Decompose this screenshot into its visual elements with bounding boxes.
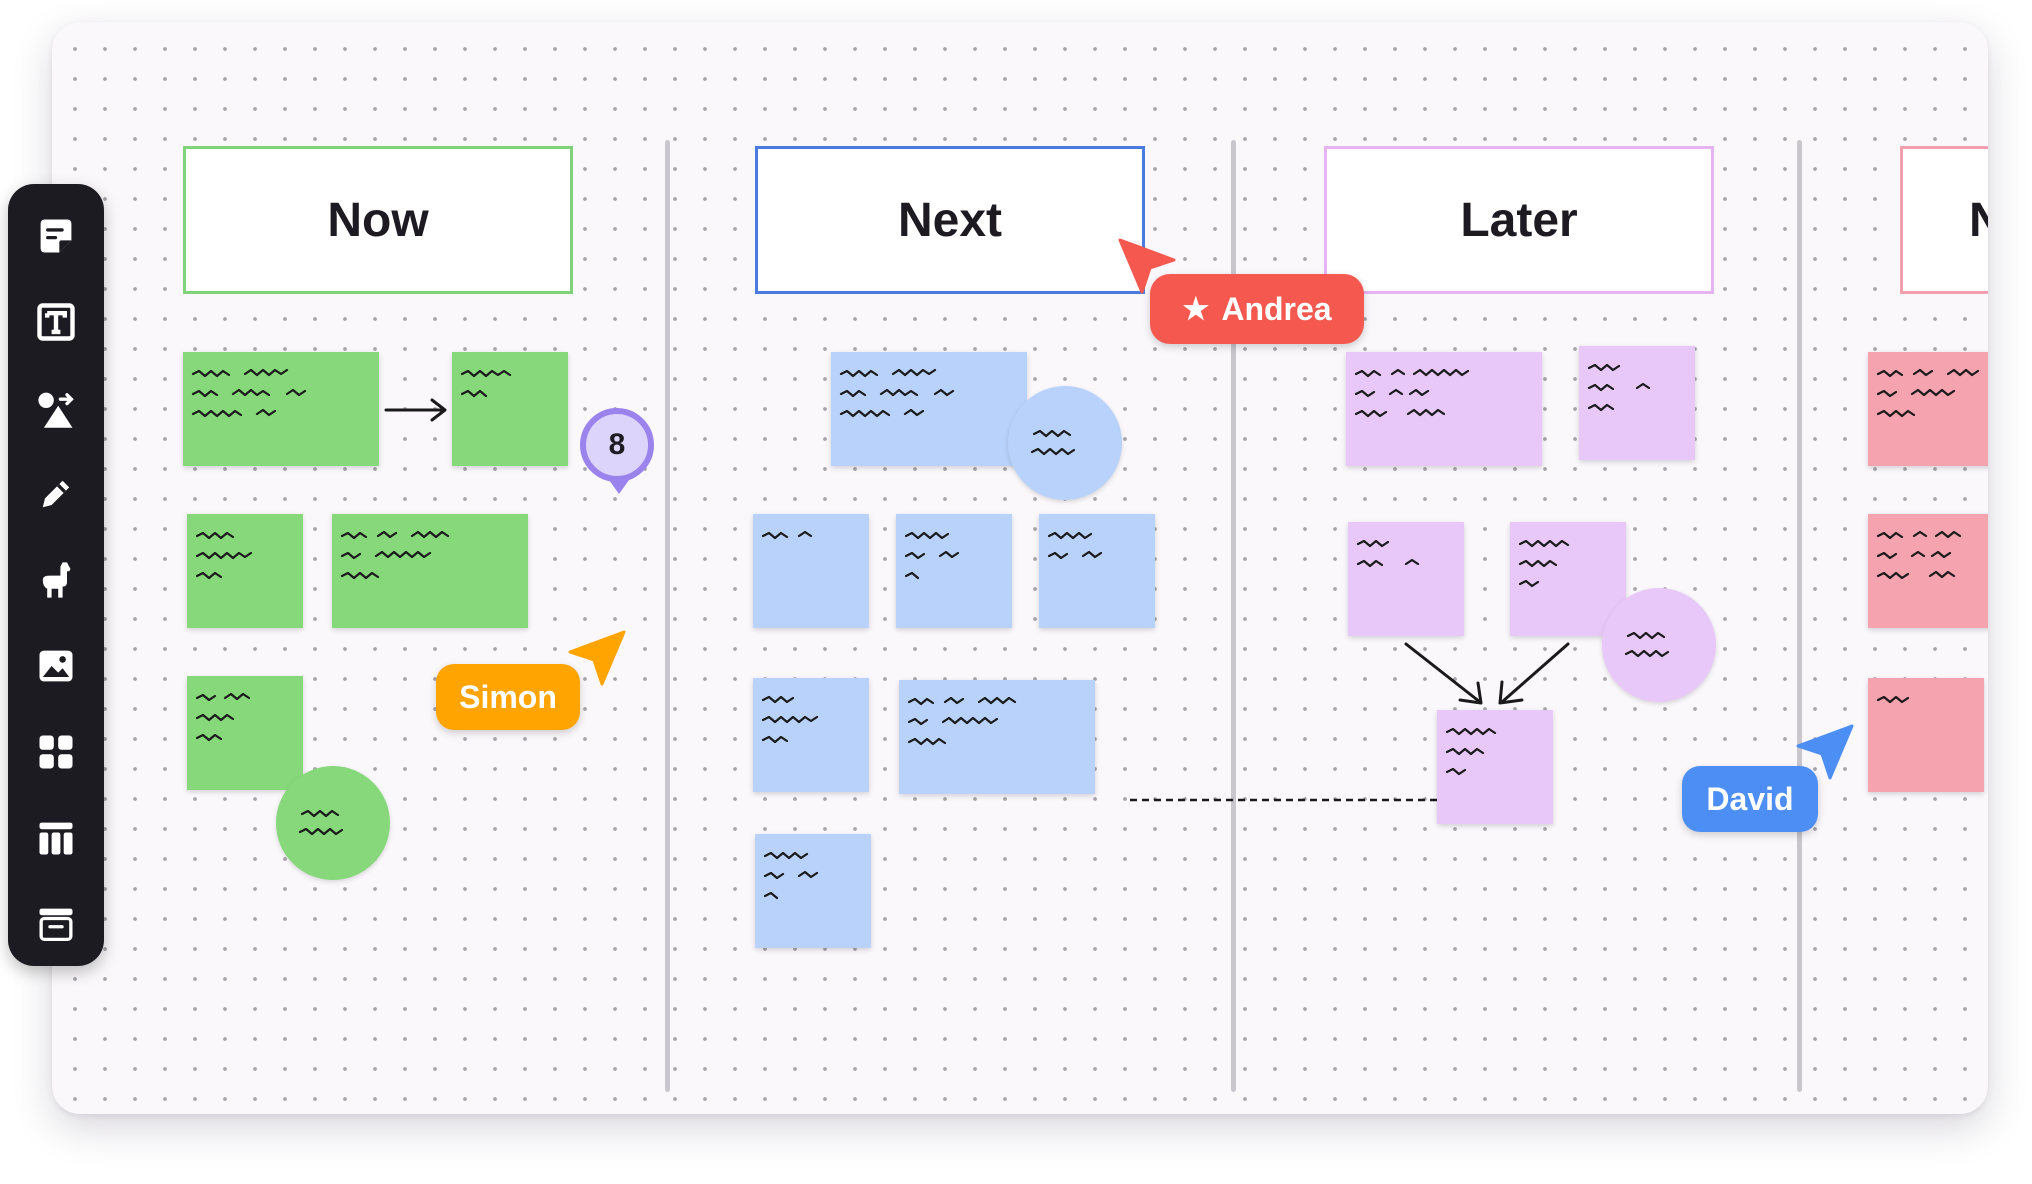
scribble-text — [1445, 727, 1497, 776]
column-header-label: N — [1969, 193, 1988, 247]
scribble-text — [1876, 530, 1962, 580]
cursor-name: Simon — [459, 678, 557, 715]
sticky-note-icon — [40, 219, 72, 253]
alpaca-tool[interactable] — [28, 552, 84, 608]
sticky-note[interactable] — [1579, 346, 1695, 460]
sticky-note[interactable] — [1346, 352, 1542, 466]
scribble-text — [195, 692, 251, 742]
grid-icon — [39, 735, 73, 769]
comment-bubble[interactable] — [276, 766, 390, 880]
whiteboard-canvas[interactable]: Now Next Later N 8 — [52, 22, 1988, 1114]
sticky-note[interactable] — [1510, 522, 1626, 636]
sticky-note[interactable] — [1039, 514, 1155, 628]
sticky-note[interactable] — [1868, 678, 1984, 792]
scribble-text — [1356, 539, 1420, 568]
sticky-note[interactable] — [183, 352, 379, 466]
column-divider — [665, 140, 670, 1092]
cursor-pointer-david — [1796, 724, 1854, 780]
scribble-text — [1030, 429, 1076, 456]
pen-tool[interactable] — [28, 466, 84, 522]
sticky-note[interactable] — [753, 514, 869, 628]
scribble-text — [1354, 368, 1470, 418]
scribble-text — [1876, 368, 1980, 418]
column-header-later[interactable]: Later — [1324, 146, 1714, 294]
cursor-pointer-andrea — [1118, 238, 1176, 294]
text-icon — [37, 303, 75, 341]
alpaca-icon — [42, 562, 71, 598]
sticky-note[interactable] — [831, 352, 1027, 466]
sticky-note-tool[interactable] — [28, 208, 84, 264]
scribble-text — [1587, 363, 1651, 412]
scribble-text — [340, 530, 450, 580]
scribble-text — [761, 530, 813, 540]
cursor-label-david: David — [1682, 766, 1818, 832]
column-header-next-partial[interactable]: N — [1900, 146, 1988, 294]
cursor-label-andrea: ★ Andrea — [1150, 274, 1364, 344]
scribble-text — [839, 368, 955, 418]
sticky-note[interactable] — [452, 352, 568, 466]
scribble-text — [907, 696, 1017, 746]
scribble-text — [195, 531, 253, 580]
scribble-text — [191, 368, 307, 418]
sticky-note[interactable] — [1868, 514, 1988, 628]
sticky-note[interactable] — [896, 514, 1012, 628]
sticky-note[interactable] — [1348, 522, 1464, 636]
column-divider — [1797, 140, 1802, 1092]
comment-bubble[interactable] — [1602, 588, 1716, 702]
image-icon — [39, 650, 73, 682]
sticky-note[interactable] — [899, 680, 1095, 794]
cursor-pointer-simon — [568, 630, 626, 686]
shapes-icon — [38, 392, 74, 428]
comment-bubble[interactable] — [1008, 386, 1122, 500]
scribble-text — [1624, 631, 1670, 658]
table-icon — [39, 822, 73, 855]
section-tool[interactable] — [28, 896, 84, 952]
scribble-text — [761, 695, 819, 744]
column-divider — [1231, 140, 1236, 1092]
pen-icon — [42, 480, 70, 508]
connector-arrow — [1404, 642, 1570, 705]
sticky-note[interactable] — [332, 514, 528, 628]
comment-count-badge[interactable]: 8 — [580, 408, 654, 482]
sticky-note[interactable] — [755, 834, 871, 948]
cursor-label-simon: Simon — [436, 664, 580, 730]
scribble-text — [1047, 531, 1103, 560]
sticky-note[interactable] — [187, 514, 303, 628]
cursor-name: David — [1706, 780, 1794, 817]
badge-pointer — [609, 480, 629, 494]
table-tool[interactable] — [28, 810, 84, 866]
connector-arrow — [384, 398, 447, 422]
scribble-text — [763, 851, 819, 900]
templates-tool[interactable] — [28, 724, 84, 780]
scribble-text — [1876, 695, 1910, 704]
scribble-text — [1518, 539, 1570, 588]
sticky-note[interactable] — [1868, 352, 1988, 466]
scribble-text — [460, 369, 512, 398]
section-icon — [39, 908, 73, 942]
text-tool[interactable] — [28, 294, 84, 350]
scribble-text — [298, 809, 344, 836]
image-tool[interactable] — [28, 638, 84, 694]
star-icon: ★ — [1182, 292, 1210, 326]
shapes-tool[interactable] — [28, 380, 84, 436]
sticky-note[interactable] — [1437, 710, 1553, 824]
sticky-note[interactable] — [753, 678, 869, 792]
scribble-text — [904, 531, 960, 580]
left-toolbar — [8, 184, 104, 966]
column-header-next[interactable]: Next — [755, 146, 1145, 294]
cursor-name: Andrea — [1221, 290, 1332, 327]
column-header-now[interactable]: Now — [183, 146, 573, 294]
sticky-note[interactable] — [187, 676, 303, 790]
